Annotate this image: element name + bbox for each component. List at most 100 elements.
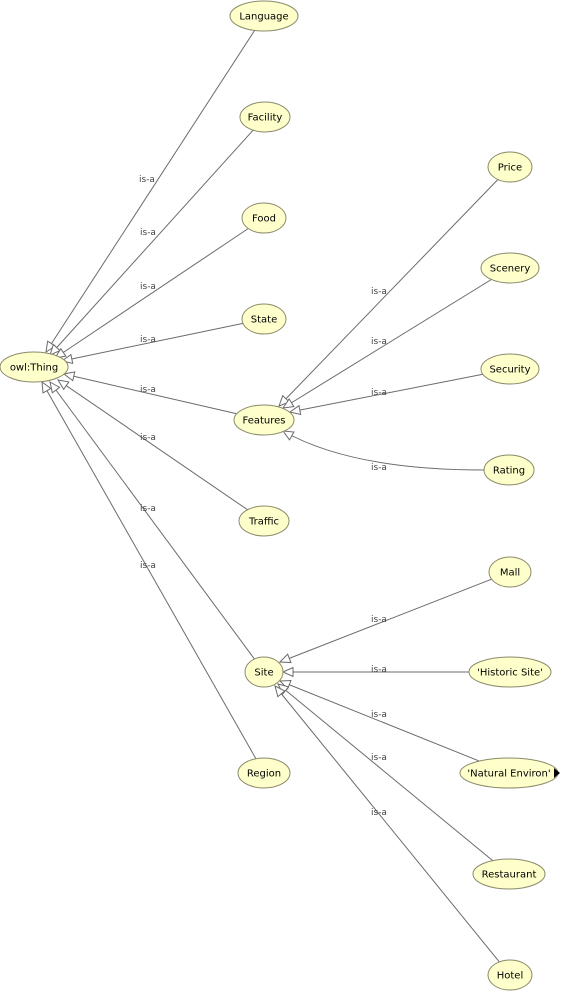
edge-restaurant-to-site: [277, 683, 494, 862]
node-hotel[interactable]: Hotel: [487, 959, 533, 991]
node-shape-facility: [239, 101, 291, 133]
node-shape-food: [241, 202, 287, 234]
arrowhead-features-to-thing: [62, 371, 76, 382]
edge-language-to-thing: [45, 30, 256, 353]
edge-label-mall: is-a: [371, 615, 387, 625]
edge-label-historic_site: is-a: [371, 665, 387, 675]
arrowhead-hotel-to-site: [274, 685, 286, 698]
node-food[interactable]: Food: [241, 202, 287, 234]
node-shape-scenery: [480, 252, 540, 284]
node-label-historic-site: 'Historic Site': [477, 668, 543, 679]
edge-label-natural_environ: is-a: [371, 710, 387, 720]
node-restaurant[interactable]: Restaurant: [472, 858, 546, 890]
node-natural-environ[interactable]: 'Natural Environ': [459, 757, 559, 789]
edge-label-restaurant: is-a: [371, 753, 387, 763]
node-label-rating: Rating: [493, 466, 525, 477]
arrowhead-region-to-thing: [41, 380, 52, 394]
node-label-facility: Facility: [248, 113, 283, 124]
node-label-state: State: [251, 315, 277, 326]
node-shape-thing: [0, 351, 69, 383]
edge-label-rating: is-a: [371, 463, 387, 473]
node-region[interactable]: Region: [237, 757, 291, 789]
arrowhead-security-to-features: [288, 404, 302, 416]
arrowhead-historic_site-to-site: [281, 666, 294, 678]
node-label-security: Security: [489, 365, 530, 376]
node-traffic[interactable]: Traffic: [238, 505, 290, 537]
edge-hotel-to-site: [274, 685, 500, 963]
node-label-site: Site: [254, 668, 273, 679]
edge-facility-to-thing: [49, 129, 254, 356]
nodes-layer: owl:Thing LanguageFacilityFoodStateFeatur…: [0, 0, 560, 991]
node-language[interactable]: Language: [229, 0, 299, 32]
node-shape-restaurant: [472, 858, 546, 890]
arrowhead-language-to-thing: [45, 340, 57, 354]
arrowhead-facility-to-thing: [49, 343, 61, 356]
edges-layer: [41, 30, 500, 963]
expand-arrow-icon[interactable]: [554, 768, 560, 778]
node-label-thing: owl:Thing: [10, 363, 58, 374]
node-shape-state: [241, 303, 287, 335]
node-site[interactable]: Site: [244, 656, 284, 688]
edge-features-to-thing: [63, 373, 237, 415]
node-price[interactable]: Price: [487, 151, 533, 183]
node-scenery[interactable]: Scenery: [480, 252, 540, 284]
edge-site-to-thing: [49, 381, 255, 660]
edge-label-scenery: is-a: [371, 337, 387, 347]
node-label-features: Features: [243, 416, 286, 427]
node-historic-site[interactable]: 'Historic Site': [468, 656, 552, 688]
arrowhead-rating-to-features: [281, 430, 295, 441]
node-shape-mall: [488, 556, 532, 588]
node-shape-rating: [483, 454, 535, 486]
node-shape-security: [480, 353, 540, 385]
node-rating[interactable]: Rating: [483, 454, 535, 486]
edge-natural_environ-to-site: [279, 680, 480, 762]
edge-scenery-to-features: [282, 279, 492, 409]
arrowhead-price-to-features: [278, 394, 291, 407]
node-shape-price: [487, 151, 533, 183]
node-label-mall: Mall: [500, 568, 520, 579]
edge-label-state: is-a: [140, 335, 156, 345]
node-mall[interactable]: Mall: [488, 556, 532, 588]
edge-label-language: is-a: [139, 175, 155, 185]
edge-label-price: is-a: [371, 287, 387, 297]
node-label-restaurant: Restaurant: [482, 870, 537, 881]
node-label-scenery: Scenery: [490, 264, 531, 275]
edge-price-to-features: [278, 179, 499, 407]
edge-security-to-features: [289, 373, 483, 413]
node-shape-historic-site: [468, 656, 552, 688]
node-label-natural-environ: 'Natural Environ': [467, 769, 550, 780]
arrowhead-site-to-thing: [49, 381, 61, 394]
node-label-hotel: Hotel: [497, 971, 524, 982]
node-state[interactable]: State: [241, 303, 287, 335]
edge-label-security: is-a: [371, 388, 387, 398]
edge-label-region: is-a: [140, 561, 156, 571]
edge-label-food: is-a: [140, 282, 156, 292]
node-label-language: Language: [239, 12, 288, 23]
node-label-food: Food: [252, 214, 276, 225]
edge-state-to-thing: [61, 322, 244, 362]
edge-traffic-to-thing: [57, 379, 248, 511]
node-thing[interactable]: owl:Thing: [0, 351, 69, 383]
node-features[interactable]: Features: [233, 404, 295, 436]
node-label-traffic: Traffic: [248, 517, 279, 528]
arrowhead-mall-to-site: [278, 653, 292, 664]
edge-label-site: is-a: [140, 504, 156, 514]
arrowhead-scenery-to-features: [281, 397, 295, 409]
edge-food-to-thing: [54, 228, 249, 359]
edge-label-facility: is-a: [140, 228, 156, 238]
node-shape-traffic: [238, 505, 290, 537]
edge-label-features: is-a: [140, 385, 156, 395]
node-label-region: Region: [247, 769, 281, 780]
node-shape-site: [244, 656, 284, 688]
node-shape-hotel: [487, 959, 533, 991]
node-shape-region: [237, 757, 291, 789]
node-shape-features: [233, 404, 295, 436]
edge-label-traffic: is-a: [140, 433, 156, 443]
node-facility[interactable]: Facility: [239, 101, 291, 133]
node-shape-language: [229, 0, 299, 32]
node-label-price: Price: [498, 163, 522, 174]
arrowhead-traffic-to-thing: [56, 379, 70, 391]
node-security[interactable]: Security: [480, 353, 540, 385]
edge-labels-layer: is-a is-a is-a is-a is-a is-a is-a is-a is-a is-a…: [139, 175, 387, 818]
